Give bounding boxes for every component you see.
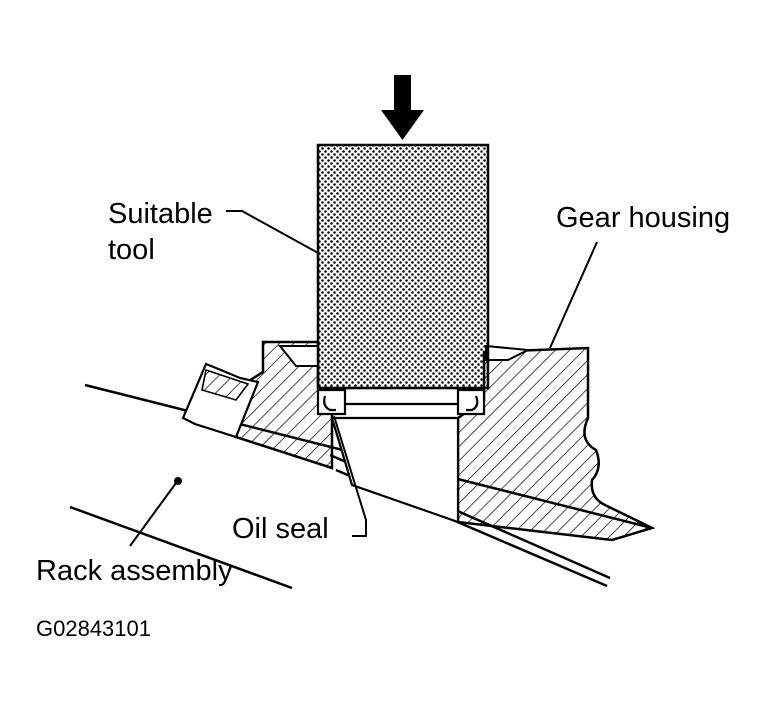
oil-seal-leader (333, 415, 367, 537)
figure-id: G02843101 (36, 616, 151, 641)
gear-housing-label: Gear housing (556, 202, 731, 234)
suitable-tool (316, 143, 490, 390)
seal-bore (330, 402, 462, 524)
push-arrow-icon (381, 75, 424, 140)
suitable-tool-label-line2: tool (108, 234, 155, 266)
suitable-tool-leader (226, 210, 321, 255)
gear-housing-leader (549, 241, 598, 349)
gear-housing-right-section (456, 346, 656, 542)
oil-seal-label: Oil seal (232, 513, 329, 545)
rack-assembly-leader (129, 482, 177, 547)
gear-housing-left-section (181, 340, 334, 470)
oil-seal (316, 386, 486, 416)
leader-lines (129, 210, 598, 547)
rack-assembly-label: Rack assembly (36, 555, 233, 587)
suitable-tool-label-line1: Suitable (108, 198, 213, 230)
